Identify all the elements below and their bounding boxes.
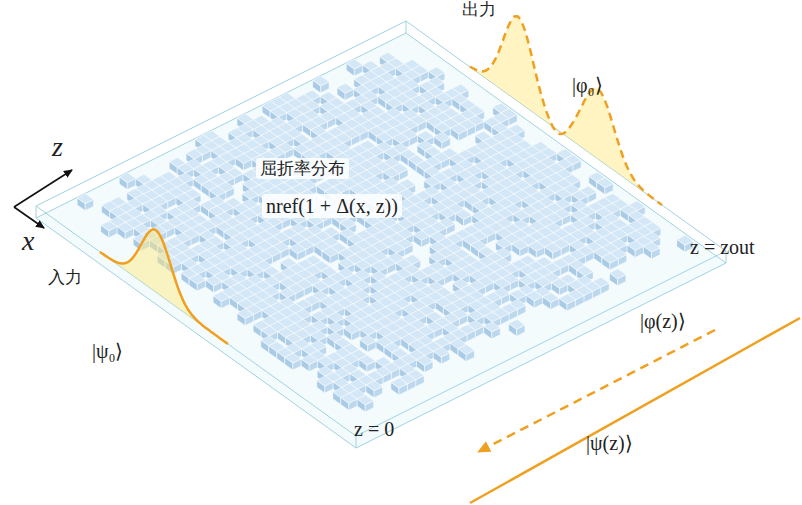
cube-top: [602, 253, 618, 263]
cube-top: [434, 132, 450, 142]
cube-top: [555, 189, 571, 199]
cube-top: [597, 178, 613, 188]
cube-top: [177, 163, 193, 173]
cube-top: [270, 107, 286, 117]
slab-edge: [36, 206, 37, 218]
cube-top: [496, 238, 512, 248]
cube-top: [386, 98, 402, 108]
cube-top: [393, 134, 409, 144]
slab-bottom: [36, 33, 726, 448]
cube-top: [346, 59, 362, 69]
cube-top: [117, 222, 133, 232]
cube-top: [209, 186, 225, 196]
cube-top: [388, 243, 404, 253]
cube-top: [429, 252, 445, 262]
cube-top: [119, 173, 135, 183]
cube-top: [383, 168, 400, 178]
cube-top: [528, 241, 544, 251]
cube-top: [186, 149, 202, 159]
cube-top: [235, 154, 251, 164]
cube-top: [384, 148, 400, 158]
cube-top: [418, 131, 434, 141]
cube-top: [644, 242, 661, 252]
cube-top: [313, 76, 329, 86]
cube-top: [413, 230, 429, 240]
cube-top: [572, 190, 589, 200]
cube-top: [340, 218, 356, 228]
cube-top: [242, 189, 258, 199]
cube-top: [627, 241, 643, 251]
cube-top: [513, 210, 529, 220]
cube-top: [101, 221, 117, 231]
cube-top: [338, 258, 354, 268]
cube-top: [439, 208, 456, 218]
cube-top: [322, 247, 338, 257]
cube-top: [436, 93, 453, 103]
cube-top: [512, 240, 528, 250]
cube-top: [434, 122, 450, 132]
cube-top: [451, 124, 467, 134]
cube-top: [289, 244, 305, 254]
cube-top: [456, 209, 472, 219]
cube-top: [428, 67, 444, 77]
slab-edge: [406, 21, 407, 33]
cube-top: [424, 176, 440, 186]
cube-top: [402, 99, 418, 109]
cube-top: [77, 194, 93, 204]
cube-top: [545, 243, 561, 253]
cube-top: [337, 83, 353, 93]
cube-top: [376, 132, 392, 142]
